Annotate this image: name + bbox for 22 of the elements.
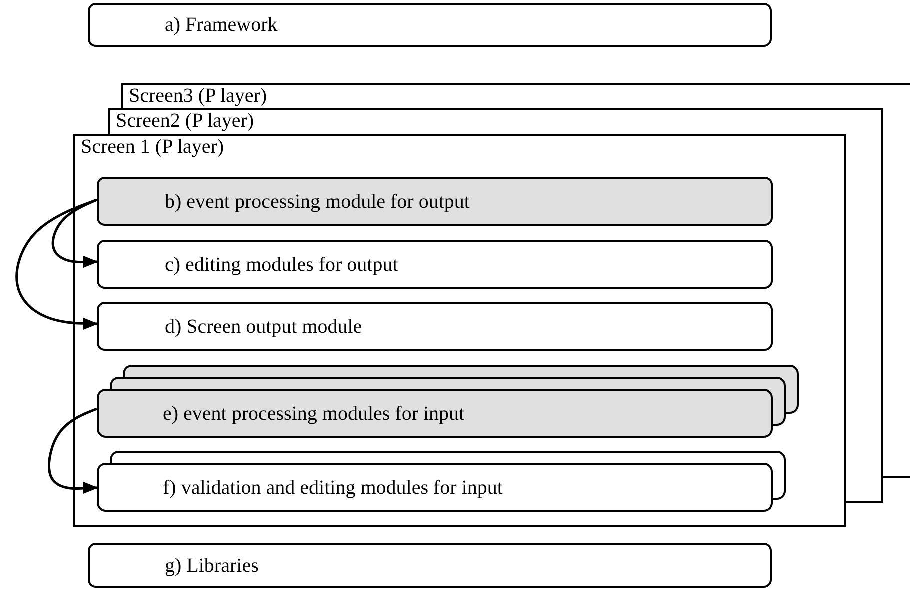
module-box: [88, 3, 772, 47]
module-label: a) Framework: [165, 14, 278, 36]
module-box: [97, 177, 773, 226]
curved-arrow: [48, 408, 98, 494]
module-label: g) Libraries: [165, 554, 259, 576]
screen-layer-panel: [121, 83, 910, 108]
panel-heading: Screen2 (P layer): [116, 110, 254, 132]
screen-layer-panel: [108, 108, 883, 134]
module-box: [97, 240, 773, 289]
module-label: d) Screen output module: [165, 316, 362, 338]
stacked-module-box: [97, 451, 786, 513]
module-label: e) event processing modules for input: [163, 402, 465, 424]
module-label: b) event processing module for output: [165, 190, 470, 212]
screen-layer-panel: [73, 134, 846, 527]
panel-heading: Screen 1 (P layer): [81, 136, 224, 158]
curved-arrow: [16, 198, 98, 330]
stacked-module-box: [97, 364, 799, 439]
module-label: c) editing modules for output: [165, 254, 398, 276]
module-label: f) validation and editing modules for input: [163, 476, 503, 498]
module-box: [88, 543, 772, 588]
panel-heading: Screen3 (P layer): [129, 85, 268, 107]
module-box: [97, 302, 773, 351]
